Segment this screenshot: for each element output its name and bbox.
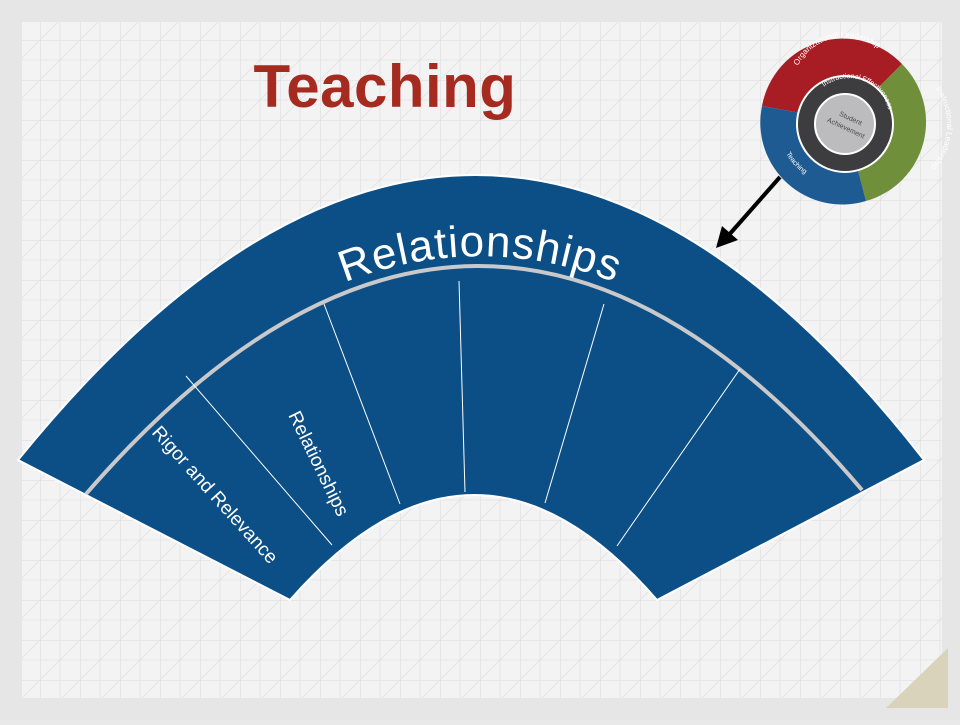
corner-fold — [886, 648, 948, 708]
pointer-arrow — [716, 175, 782, 248]
segment-divider-3 — [458, 280, 466, 493]
segment-divider-4 — [544, 303, 605, 504]
fan-diagram: Relationships Rigor and Relevance Relati… — [16, 174, 926, 602]
inner-band-divider — [84, 264, 864, 496]
logo-core — [814, 93, 876, 155]
framework-logo: Organizational Leadership Instructional … — [760, 30, 954, 205]
segment-divider-1 — [185, 375, 333, 546]
segment-divider-5 — [616, 368, 741, 547]
slide-title: Teaching — [253, 53, 517, 120]
fan-shape — [16, 174, 926, 602]
segment-divider-2 — [323, 303, 401, 505]
